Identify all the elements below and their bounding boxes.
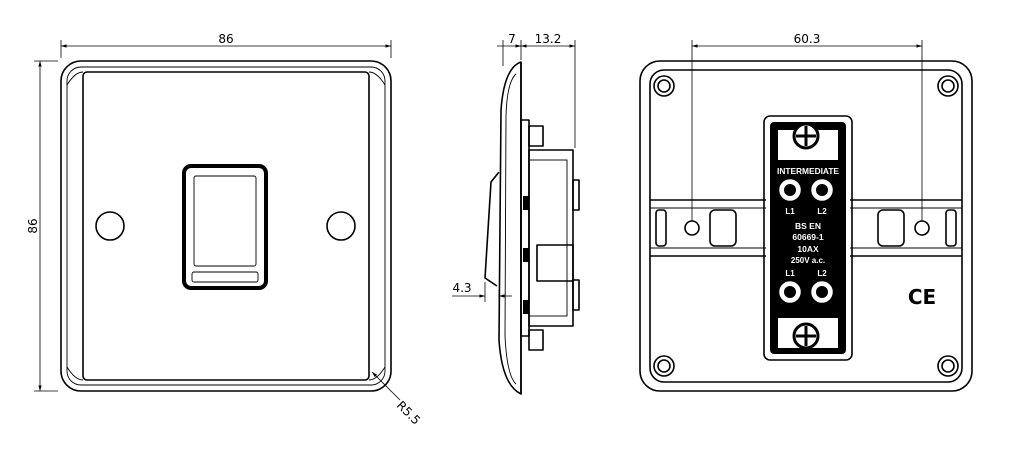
side-lug-bottom [528,329,544,351]
rear-plate-inner [649,69,963,383]
corner-radius-leader [371,371,401,401]
front-plate-inner-edge [66,66,386,386]
rear-screw-hole-left [684,220,700,236]
module-rating-current: 10AX [797,244,819,254]
terminal-l2-bottom-label: L2 [817,269,827,278]
front-bevel-lines [66,71,386,381]
front-width-label: 86 [218,32,233,46]
side-rocker-profile [484,171,500,287]
rear-plate-outline [639,60,973,392]
front-plate-outline [60,60,392,392]
module-standard-line2: 60669-1 [792,232,823,242]
side-plate-profile [498,61,522,395]
rear-corner-screws [653,75,959,377]
switch-module: 16A INTERMEDIATE L1 L2 BS EN 60669-1 10A… [763,115,853,361]
module-frame [763,115,853,361]
rocker-face [193,175,257,267]
module-rating-voltage: 250V a.c. [791,256,825,265]
side-terminal-upper [572,179,580,211]
rocker-switch [182,164,268,290]
side-lug-top [528,125,544,147]
module-standard-line1: BS EN [795,221,821,231]
terminal-l2-top-label: L2 [817,207,827,216]
side-plate-inner-line [504,73,517,385]
front-height-label: 86 [26,218,40,233]
side-rocker-offset-label: 4.3 [452,281,471,295]
ce-mark: CE [908,285,936,309]
side-view: 7 13.2 4.3 [452,32,580,395]
corner-radius-label: R5.5 [394,398,423,427]
side-plate-depth-label: 7 [508,32,516,46]
rear-screw-hole-right [914,220,930,236]
module-top-marking: 16A [828,134,834,146]
front-plate-face [82,71,370,381]
rear-view: 60.3 16A INTERMEDIATE L1 L2 BS EN 60669-… [639,32,973,392]
front-view: 86 86 R5.5 [26,32,423,428]
rear-hole-spacing-label: 60.3 [794,32,821,46]
terminal-l1-top-label: L1 [785,207,795,216]
front-screw-hole-left [95,211,125,241]
side-module-body [528,149,574,327]
side-body-depth-label: 13.2 [535,32,562,46]
rocker-bottom-edge [191,271,259,283]
side-terminal-block [536,244,574,282]
terminal-l1-bottom-label: L1 [785,269,795,278]
front-screw-hole-right [326,211,356,241]
side-terminal-lower [572,279,580,311]
module-type-label: INTERMEDIATE [777,166,839,176]
